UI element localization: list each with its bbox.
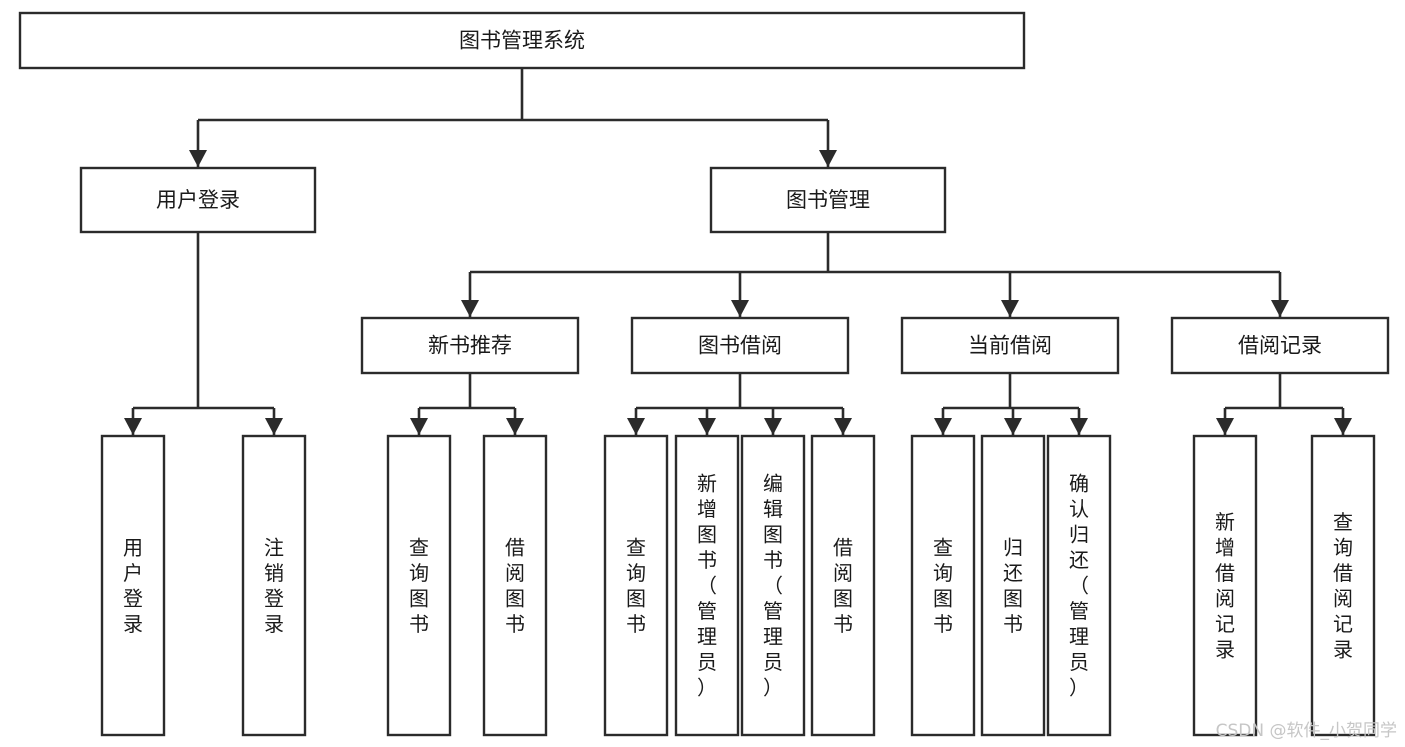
arrow-head-icon <box>764 418 782 435</box>
node-label: 新增借阅记录 <box>1215 509 1235 661</box>
arrow-head-icon <box>124 418 142 435</box>
node-label: 编辑图书（管理员） <box>763 471 783 699</box>
node-borrow-record[interactable]: 借阅记录 <box>1170 316 1390 375</box>
node-leaf-logout[interactable]: 注销登录 <box>241 434 307 737</box>
node-leaf-user-login[interactable]: 用户登录 <box>100 434 166 737</box>
node-box <box>1310 434 1376 737</box>
arrow-head-icon <box>934 418 952 435</box>
node-label: 新增图书（管理员） <box>697 471 717 699</box>
node-label: 用户登录 <box>156 188 240 212</box>
edge-group-root <box>189 68 837 167</box>
node-label: 借阅图书 <box>833 535 853 636</box>
node-label: 确认归还（管理员） <box>1069 471 1089 699</box>
node-box <box>810 434 876 737</box>
node-box <box>1046 434 1112 737</box>
node-label: 图书借阅 <box>698 334 782 358</box>
node-box <box>18 11 1026 70</box>
arrow-head-icon <box>1070 418 1088 435</box>
node-leaf-return-book[interactable]: 归还图书 <box>980 434 1046 737</box>
edge-group-current-borrow <box>934 373 1088 435</box>
node-box <box>360 316 580 375</box>
node-leaf-borrow-book-2[interactable]: 借阅图书 <box>810 434 876 737</box>
node-label: 查询借阅记录 <box>1333 509 1353 661</box>
node-leaf-query-book-1[interactable]: 查询图书 <box>386 434 452 737</box>
node-label: 借阅图书 <box>505 535 525 636</box>
node-leaf-query-book-2[interactable]: 查询图书 <box>603 434 669 737</box>
node-root[interactable]: 图书管理系统 <box>18 11 1026 70</box>
node-user-login[interactable]: 用户登录 <box>79 166 317 234</box>
node-box <box>1192 434 1258 737</box>
node-box <box>910 434 976 737</box>
arrow-head-icon <box>834 418 852 435</box>
arrow-head-icon <box>265 418 283 435</box>
node-layer: 图书管理系统用户登录图书管理新书推荐图书借阅当前借阅借阅记录用户登录注销登录查询… <box>18 11 1390 737</box>
arrow-head-icon <box>1216 418 1234 435</box>
arrow-head-icon <box>461 300 479 317</box>
edge-group-book-borrow <box>627 373 852 435</box>
node-label: 当前借阅 <box>968 334 1052 358</box>
arrow-head-icon <box>1001 300 1019 317</box>
node-label: 借阅记录 <box>1238 334 1322 358</box>
arrow-head-icon <box>698 418 716 435</box>
node-box <box>241 434 307 737</box>
node-label: 归还图书 <box>1003 535 1023 636</box>
edge-group-book-manage <box>461 232 1289 317</box>
arrow-head-icon <box>731 300 749 317</box>
arrow-head-icon <box>819 150 837 167</box>
arrow-head-icon <box>189 150 207 167</box>
node-box <box>100 434 166 737</box>
node-box <box>79 166 317 234</box>
node-label: 查询图书 <box>933 535 953 636</box>
node-box <box>740 434 806 737</box>
node-leaf-edit-book-admin[interactable]: 编辑图书（管理员） <box>740 434 806 737</box>
node-leaf-add-borrow-record[interactable]: 新增借阅记录 <box>1192 434 1258 737</box>
node-label: 图书管理系统 <box>459 29 585 53</box>
arrow-head-icon <box>1334 418 1352 435</box>
node-label: 图书管理 <box>786 188 870 212</box>
arrow-head-icon <box>1271 300 1289 317</box>
node-leaf-add-book-admin[interactable]: 新增图书（管理员） <box>674 434 740 737</box>
node-box <box>980 434 1046 737</box>
node-label: 新书推荐 <box>428 334 512 358</box>
edge-group-user-login <box>124 232 283 435</box>
arrow-head-icon <box>627 418 645 435</box>
node-label: 查询图书 <box>626 535 646 636</box>
node-label: 用户登录 <box>123 535 143 636</box>
node-book-borrow[interactable]: 图书借阅 <box>630 316 850 375</box>
arrow-head-icon <box>1004 418 1022 435</box>
edge-layer <box>124 68 1352 435</box>
arrow-head-icon <box>410 418 428 435</box>
node-leaf-confirm-return-admin[interactable]: 确认归还（管理员） <box>1046 434 1112 737</box>
node-box <box>603 434 669 737</box>
node-box <box>674 434 740 737</box>
edge-group-borrow-record <box>1216 373 1352 435</box>
node-label: 查询图书 <box>409 535 429 636</box>
edge-group-new-book-recommend <box>410 373 524 435</box>
node-box <box>630 316 850 375</box>
node-box <box>709 166 947 234</box>
node-box <box>482 434 548 737</box>
node-label: 注销登录 <box>264 535 284 636</box>
node-leaf-borrow-book-1[interactable]: 借阅图书 <box>482 434 548 737</box>
node-current-borrow[interactable]: 当前借阅 <box>900 316 1120 375</box>
arrow-head-icon <box>506 418 524 435</box>
node-box <box>1170 316 1390 375</box>
node-leaf-query-borrow-record[interactable]: 查询借阅记录 <box>1310 434 1376 737</box>
node-box <box>386 434 452 737</box>
node-box <box>900 316 1120 375</box>
node-new-book-recommend[interactable]: 新书推荐 <box>360 316 580 375</box>
node-book-manage[interactable]: 图书管理 <box>709 166 947 234</box>
node-leaf-query-book-3[interactable]: 查询图书 <box>910 434 976 737</box>
